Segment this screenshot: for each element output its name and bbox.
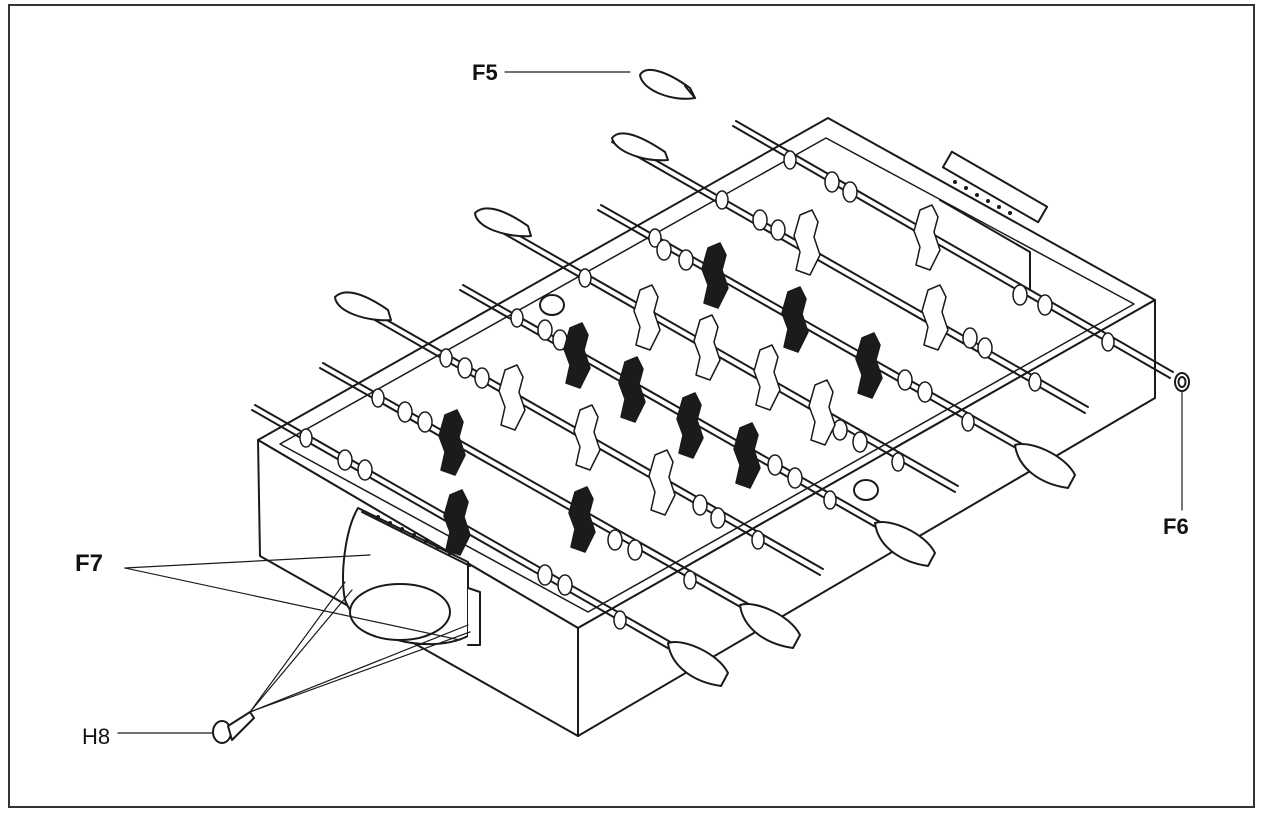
handle-back-1 (611, 132, 669, 162)
label-f6: F6 (1163, 514, 1189, 539)
diagram-frame (8, 4, 1255, 808)
label-f5: F5 (472, 60, 498, 85)
handle-front-4 (667, 641, 729, 687)
handle-front-1 (1014, 443, 1076, 489)
leader-f7 (124, 554, 461, 641)
label-h8: H8 (82, 724, 111, 749)
rod-2 (611, 136, 1089, 414)
ball-holes (539, 294, 879, 501)
back-handles (334, 132, 669, 322)
part-f6-endcap (1174, 372, 1190, 392)
player-light (498, 204, 949, 516)
rod-bumpers (299, 150, 1115, 630)
player-dark (438, 242, 883, 556)
leader-h8 (117, 581, 471, 734)
player-figures (438, 204, 949, 556)
rod-1 (732, 120, 1174, 379)
goal-slots (939, 150, 1049, 291)
front-handles (667, 443, 1076, 687)
part-f7-goal-box (342, 507, 481, 646)
part-h8-screw (212, 711, 255, 744)
handle-back-3 (334, 291, 392, 322)
label-f7: F7 (75, 550, 104, 577)
handle-front-2 (874, 521, 936, 567)
rod-8 (251, 404, 724, 679)
part-f5-handle (639, 69, 696, 100)
handle-back-2 (474, 207, 532, 238)
rod-3 (597, 204, 1069, 477)
handle-front-3 (739, 603, 801, 649)
